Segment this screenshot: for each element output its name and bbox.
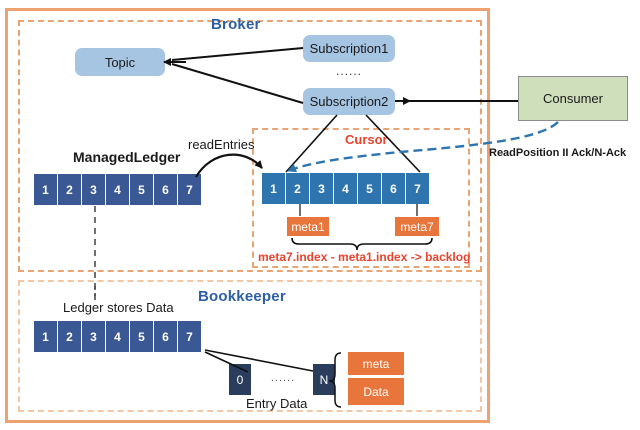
cursor-title: Cursor — [345, 132, 388, 147]
cell: 3 — [310, 173, 333, 204]
bookkeeper-region — [18, 280, 482, 412]
entry-meta-box: meta — [348, 352, 404, 375]
cell: 2 — [286, 173, 309, 204]
topic-node[interactable]: Topic — [75, 48, 165, 76]
cell: 7 — [178, 174, 201, 205]
ledger-stores-data-label: Ledger stores Data — [63, 300, 174, 315]
cell: 5 — [358, 173, 381, 204]
entry-cell-first: 0 — [229, 364, 251, 395]
cell: 3 — [82, 321, 105, 352]
consumer-node[interactable]: Consumer — [518, 76, 628, 121]
cell: 6 — [382, 173, 405, 204]
outer-frame — [5, 8, 490, 423]
cell: 1 — [262, 173, 285, 204]
cell: 4 — [106, 174, 129, 205]
cell: 5 — [130, 321, 153, 352]
meta1-box: meta1 — [287, 217, 329, 236]
cell: 6 — [154, 321, 177, 352]
cell: 1 — [34, 321, 57, 352]
managedledger-label: ManagedLedger — [73, 149, 181, 165]
entry-ellipsis: ...... — [270, 372, 296, 384]
cell: 3 — [82, 174, 105, 205]
backlog-formula: meta7.index - meta1.index -> backlog — [258, 250, 471, 264]
cell: 7 — [178, 321, 201, 352]
entry-data-label: Entry Data — [246, 396, 308, 411]
cell: 5 — [130, 174, 153, 205]
entry-cell-last: N — [313, 364, 335, 395]
entry-data-box: Data — [348, 378, 404, 405]
cell: 2 — [58, 174, 81, 205]
subscription2-node[interactable]: Subscription2 — [303, 88, 395, 115]
subscription1-node[interactable]: Subscription1 — [303, 35, 395, 62]
cell: 4 — [106, 321, 129, 352]
read-entries-label: readEntries — [188, 137, 255, 152]
subscription-ellipsis: ...... — [335, 64, 362, 78]
cell: 4 — [334, 173, 357, 204]
cell: 1 — [34, 174, 57, 205]
broker-title: Broker — [211, 16, 261, 33]
cell: 6 — [154, 174, 177, 205]
meta7-box: meta7 — [395, 217, 439, 236]
bookkeeper-title: Bookkeeper — [198, 288, 286, 305]
cell: 2 — [58, 321, 81, 352]
cell: 7 — [406, 173, 429, 204]
read-position-label: ReadPosition II Ack/N-Ack — [489, 147, 627, 159]
